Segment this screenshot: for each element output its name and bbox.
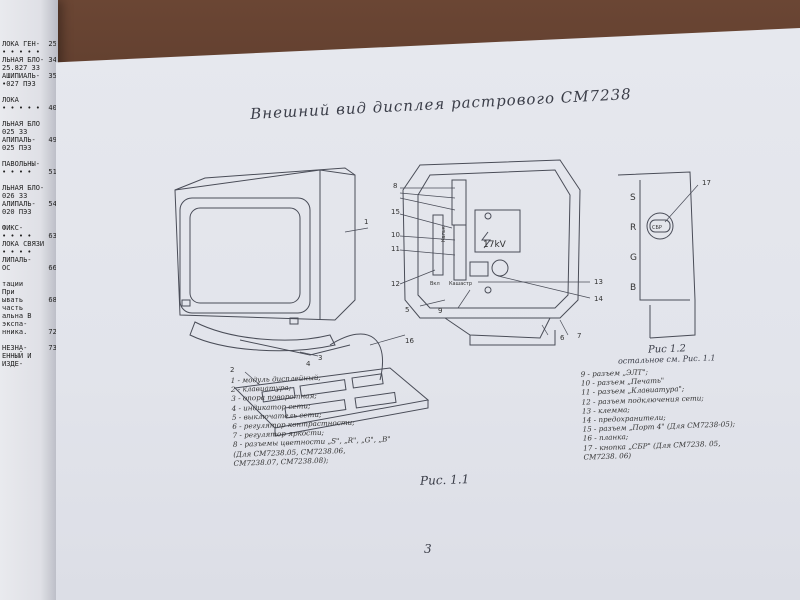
leader-lines	[244, 184, 699, 386]
side-letter-b: B	[630, 283, 636, 293]
callout-4: 4	[306, 360, 311, 368]
figure-1-caption: Рис. 1.1	[419, 472, 470, 488]
page-number: 3	[424, 542, 432, 556]
left-page: ЛОКА ГЕН- 25 • • • • • ЛЬНАЯ БЛО- 34 25.…	[0, 0, 58, 600]
panel-label-mid: Кальк	[441, 226, 447, 242]
sbr-label: СБР	[652, 225, 662, 231]
fig2-callout-17: 17	[702, 179, 711, 187]
panel-label-cal: Кашастр	[449, 281, 472, 287]
callout-2: 2	[230, 366, 234, 374]
warning-label: 17kV	[483, 240, 507, 250]
callout-5: 5	[405, 306, 409, 314]
callout-8: 8	[393, 182, 397, 190]
monitor-drawing	[174, 167, 356, 356]
callout-16: 16	[405, 337, 414, 345]
callout-3: 3	[318, 354, 322, 362]
side-letter-g: G	[630, 253, 637, 263]
side-letter-s: S	[630, 193, 636, 203]
side-letter-r: R	[630, 223, 636, 233]
callout-10: 10	[391, 231, 400, 239]
callout-9: 9	[438, 307, 442, 315]
callout-14: 14	[594, 295, 603, 303]
callout-7: 7	[577, 332, 581, 340]
panel-label-on: Вкл	[430, 281, 440, 287]
callout-6: 6	[560, 334, 565, 342]
callout-15: 15	[391, 208, 400, 216]
callout-11: 11	[391, 245, 400, 253]
keyboard-drawing	[233, 333, 430, 437]
left-page-text: ЛОКА ГЕН- 25 • • • • • ЛЬНАЯ БЛО- 34 25.…	[2, 40, 56, 368]
callout-12: 12	[391, 280, 400, 288]
callout-13: 13	[594, 278, 603, 286]
monitor-back-drawing	[402, 159, 581, 346]
callout-1: 1	[364, 218, 368, 226]
legend-right: 9 - разъем „ЭЛТ"; 10 - разъем „Печать" 1…	[580, 362, 793, 461]
side-panel-drawing	[617, 171, 696, 339]
legend-left: 1 - модуль дисплейный; 2 - клавиатура; 3…	[230, 364, 573, 468]
